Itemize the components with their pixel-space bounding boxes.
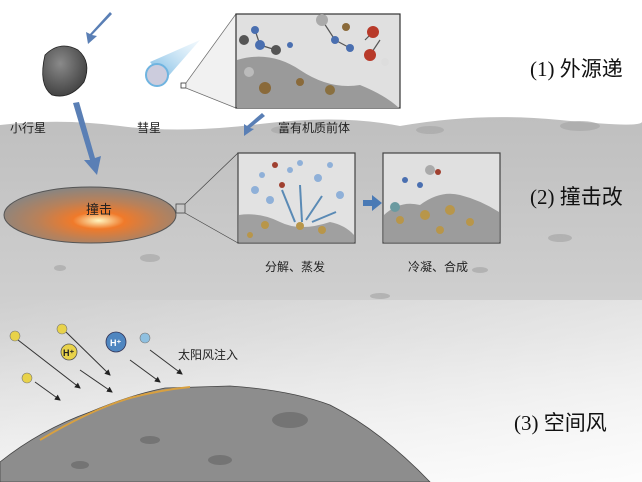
h-plus-ion-blue	[105, 331, 127, 353]
ion-particle	[56, 323, 68, 335]
stage-3-title: (3) 空间风	[514, 411, 607, 435]
comet-icon	[145, 63, 169, 87]
stage-1-title: (1) 外源递	[530, 57, 623, 81]
impact-crater	[3, 186, 177, 244]
precursor-label: 富有机质前体	[278, 120, 350, 135]
impact-label: 撞击	[86, 203, 112, 218]
regolith-mound	[0, 385, 431, 482]
ion-particle	[139, 332, 151, 344]
arrow-icon	[86, 12, 112, 44]
condense-label: 冷凝、合成	[408, 259, 468, 274]
ion-label: H⁺	[110, 338, 121, 348]
ion-particle	[21, 372, 33, 384]
arrow-icon	[244, 113, 265, 136]
comet-label: 彗星	[137, 121, 161, 135]
solar-wind-arrows	[17, 331, 183, 401]
precursor-inset	[235, 13, 401, 109]
ion-particle	[9, 330, 21, 342]
arrow-icon	[363, 195, 382, 211]
arrow-icon	[73, 102, 101, 175]
condense-inset	[382, 152, 501, 244]
ion-label: H⁺	[63, 348, 74, 358]
asteroid-label: 小行星	[10, 121, 46, 135]
h-plus-ion-yellow	[60, 343, 78, 361]
asteroid-icon	[42, 45, 88, 97]
surface-craters	[54, 121, 600, 299]
decompose-inset	[237, 152, 356, 244]
solar-wind-label: 太阳风注入	[178, 347, 238, 362]
stage-2-title: (2) 撞击改	[530, 185, 623, 209]
decompose-label: 分解、蒸发	[265, 259, 325, 274]
